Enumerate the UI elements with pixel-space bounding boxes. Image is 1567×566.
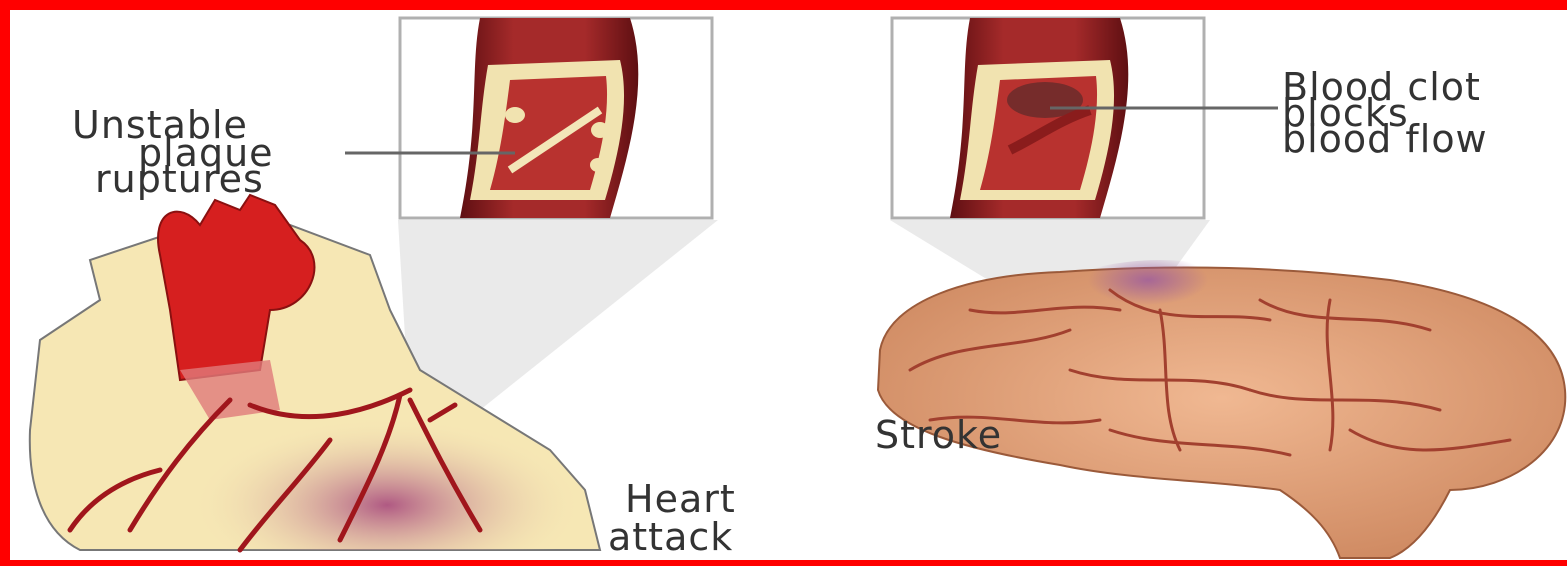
plaque-rupture-inset — [400, 18, 712, 218]
plaque-label-line3: ruptures — [95, 157, 264, 201]
heart-attack-label: Heart attack — [608, 477, 736, 559]
plaque-label: Unstable plaque ruptures — [72, 103, 274, 201]
heart-attack-line2: attack — [608, 515, 733, 559]
clot-label-line3: blood flow — [1282, 117, 1488, 161]
stroke-label: Stroke — [875, 413, 1002, 457]
clot-label: Blood clot blocks blood flow — [1282, 65, 1488, 161]
brain-illustration — [878, 260, 1565, 558]
blood-clot-inset — [892, 18, 1204, 218]
diagram-canvas: Unstable plaque ruptures Blood clot bloc… — [10, 10, 1567, 560]
